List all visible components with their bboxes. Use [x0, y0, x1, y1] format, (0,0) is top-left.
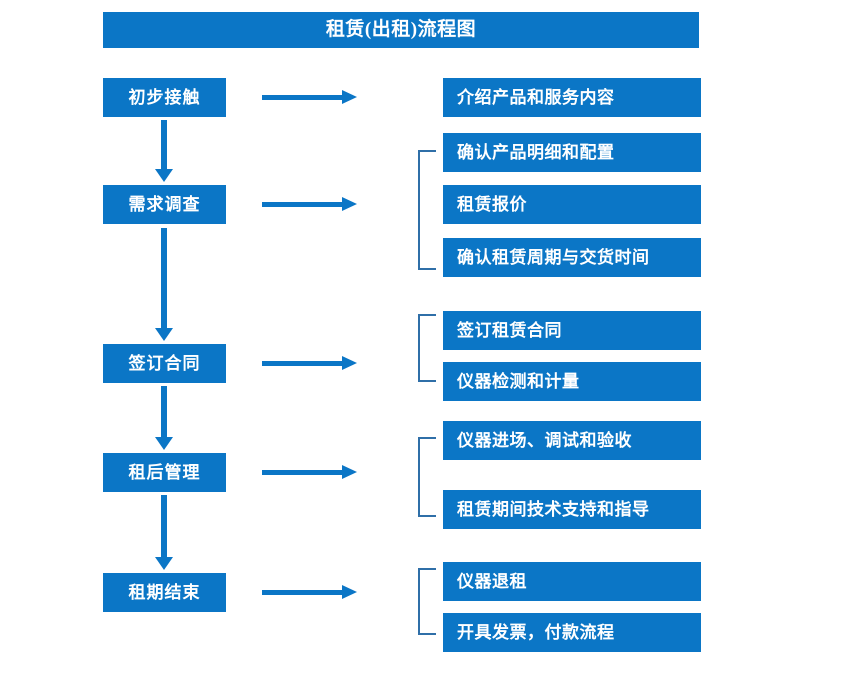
- arrow-shaft: [161, 386, 167, 437]
- arrow-shaft: [262, 470, 344, 475]
- stage-box-3[interactable]: 签订合同: [103, 344, 226, 383]
- arrow-shaft: [161, 120, 167, 169]
- group-bracket-2: [418, 314, 436, 382]
- vertical-arrow-2: [155, 228, 173, 341]
- stage-box-5[interactable]: 租期结束: [103, 573, 226, 612]
- horizontal-arrow-3: [262, 356, 357, 370]
- detail-box-2[interactable]: 确认产品明细和配置: [443, 133, 701, 172]
- horizontal-arrow-2: [262, 197, 357, 211]
- detail-box-9[interactable]: 仪器退租: [443, 562, 701, 601]
- arrow-head-icon: [155, 328, 173, 341]
- arrow-shaft: [262, 95, 344, 100]
- detail-box-7[interactable]: 仪器进场、调试和验收: [443, 421, 701, 460]
- arrow-head-icon: [155, 557, 173, 570]
- arrow-shaft: [262, 202, 344, 207]
- detail-box-5[interactable]: 签订租赁合同: [443, 311, 701, 350]
- detail-box-6[interactable]: 仪器检测和计量: [443, 362, 701, 401]
- detail-box-3[interactable]: 租赁报价: [443, 185, 701, 224]
- arrow-head-icon: [342, 585, 357, 599]
- stage-box-1[interactable]: 初步接触: [103, 78, 226, 117]
- vertical-arrow-3: [155, 386, 173, 450]
- horizontal-arrow-5: [262, 585, 357, 599]
- vertical-arrow-4: [155, 495, 173, 570]
- arrow-head-icon: [342, 356, 357, 370]
- horizontal-arrow-4: [262, 465, 357, 479]
- vertical-arrow-1: [155, 120, 173, 182]
- arrow-head-icon: [155, 169, 173, 182]
- detail-box-10[interactable]: 开具发票，付款流程: [443, 613, 701, 652]
- arrow-shaft: [262, 590, 344, 595]
- detail-box-4[interactable]: 确认租赁周期与交货时间: [443, 238, 701, 277]
- arrow-head-icon: [342, 197, 357, 211]
- stage-box-4[interactable]: 租后管理: [103, 453, 226, 492]
- arrow-head-icon: [342, 90, 357, 104]
- detail-box-1[interactable]: 介绍产品和服务内容: [443, 78, 701, 117]
- arrow-shaft: [161, 495, 167, 557]
- detail-box-8[interactable]: 租赁期间技术支持和指导: [443, 490, 701, 529]
- group-bracket-4: [418, 568, 436, 635]
- arrow-shaft: [161, 228, 167, 328]
- horizontal-arrow-1: [262, 90, 357, 104]
- stage-box-2[interactable]: 需求调查: [103, 185, 226, 224]
- group-bracket-1: [418, 150, 436, 270]
- arrow-shaft: [262, 361, 344, 366]
- group-bracket-3: [418, 437, 436, 517]
- arrow-head-icon: [155, 437, 173, 450]
- arrow-head-icon: [342, 465, 357, 479]
- diagram-title: 租赁(出租)流程图: [103, 12, 699, 48]
